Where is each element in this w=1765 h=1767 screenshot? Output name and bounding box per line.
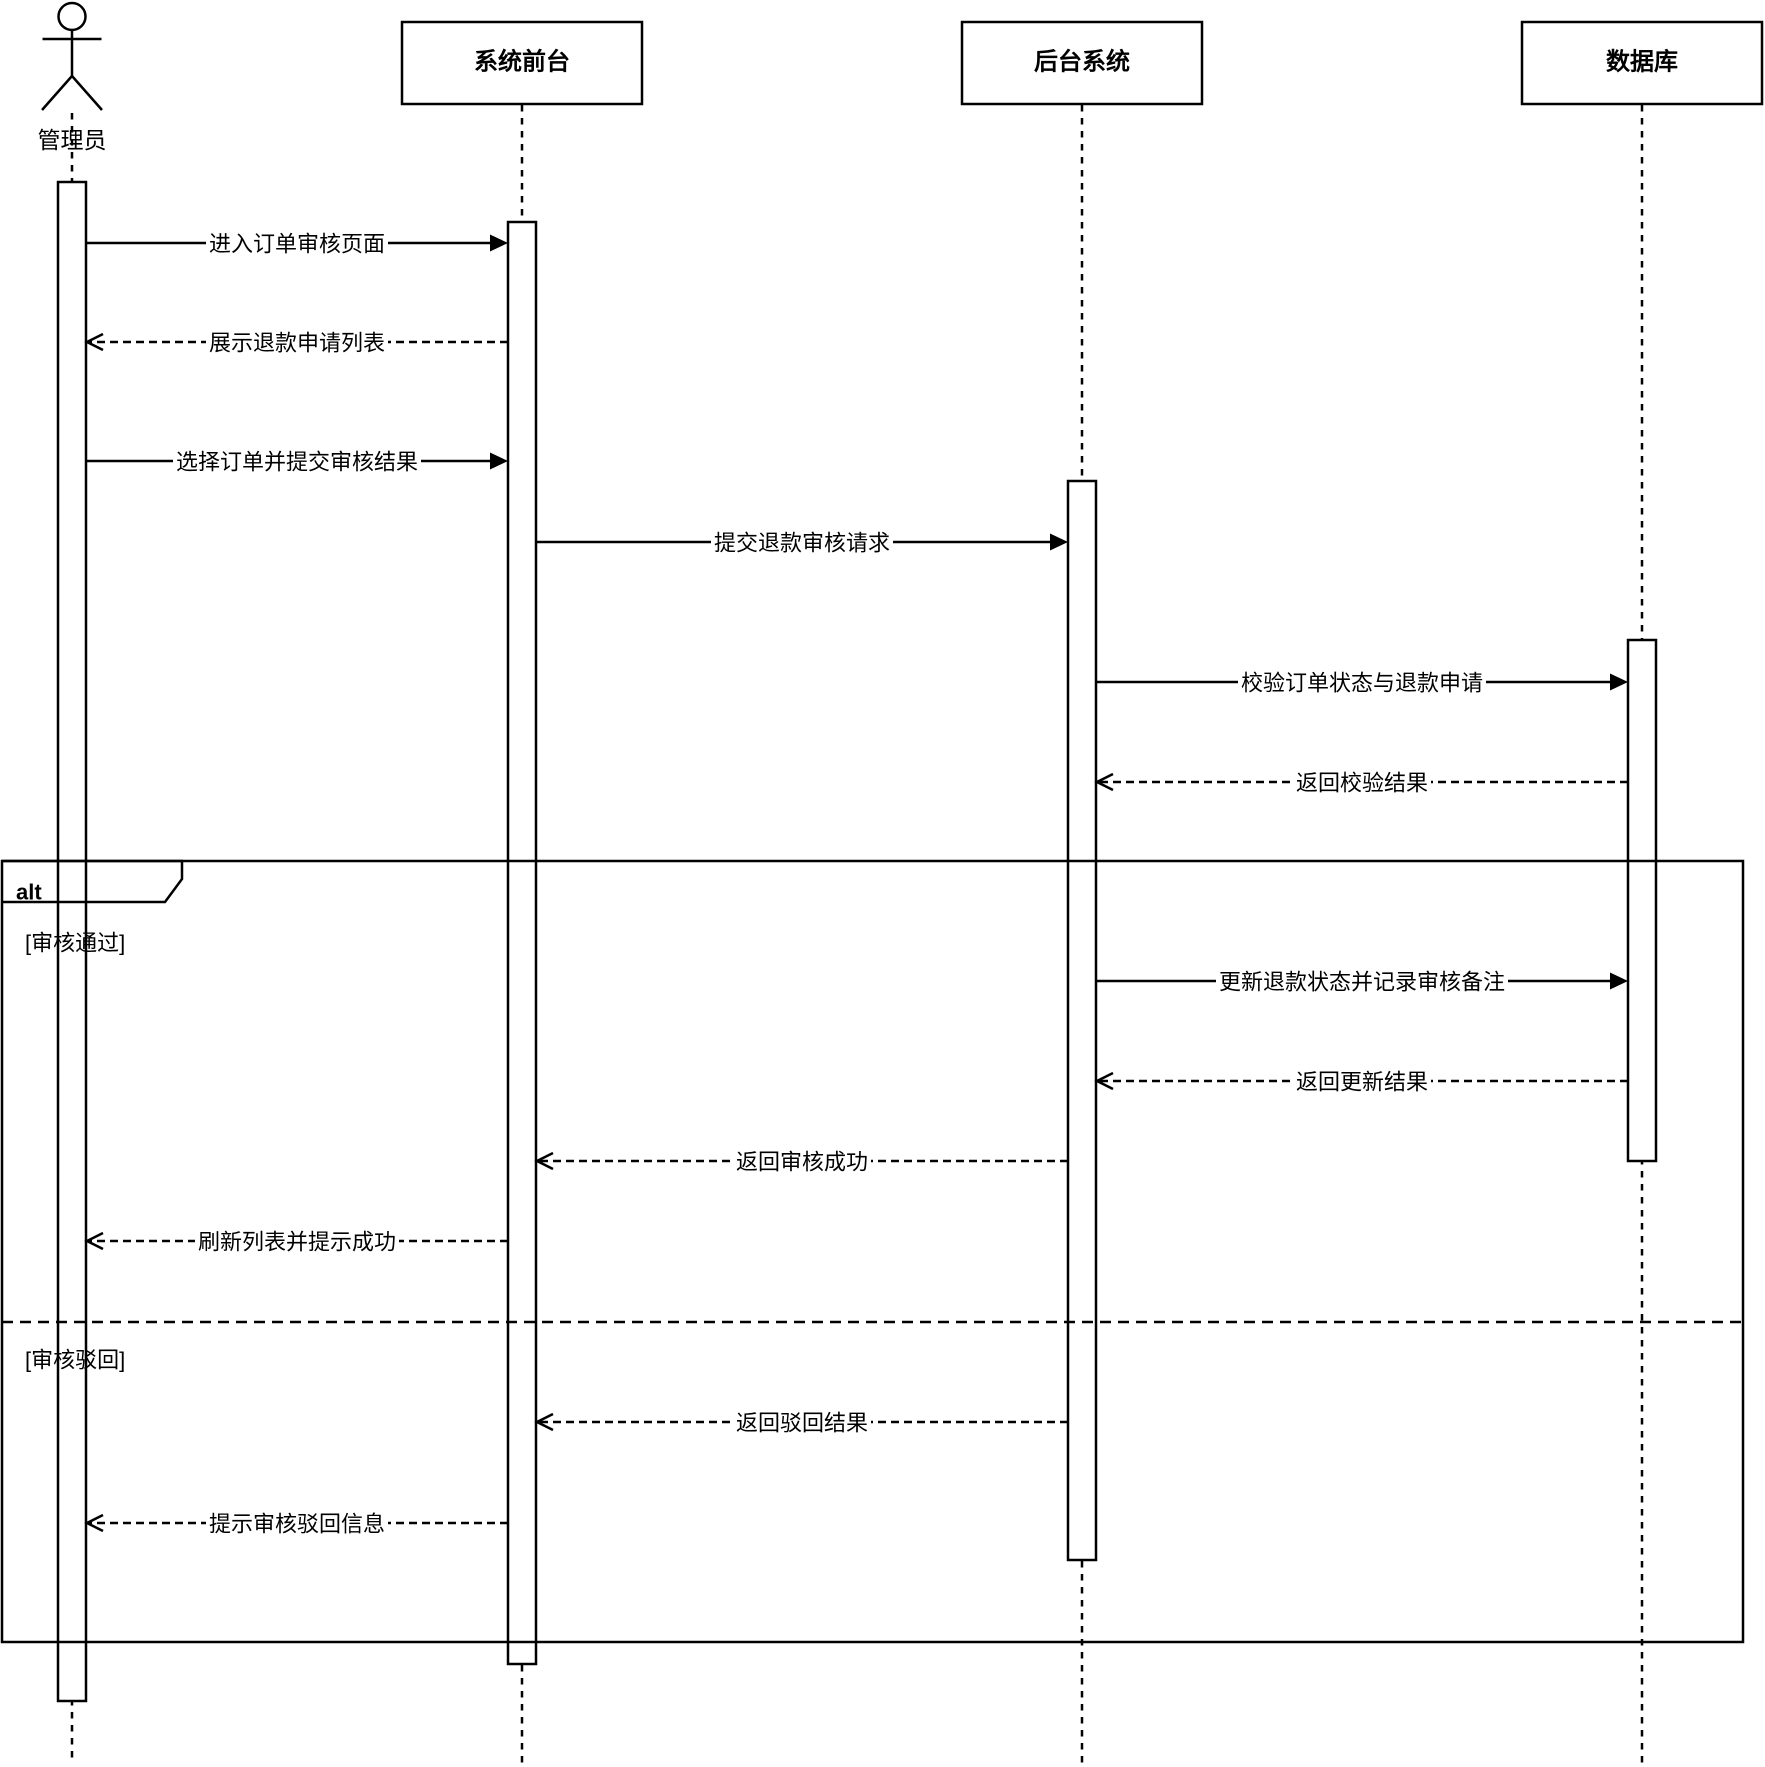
participant-database: 数据库 — [1520, 20, 1764, 106]
message-refresh-list-success: 刷新列表并提示成功 — [84, 1228, 508, 1255]
arrowhead-open — [84, 332, 104, 352]
message-label: 返回更新结果 — [1296, 1070, 1428, 1095]
message-label: 选择订单并提交审核结果 — [176, 450, 418, 475]
arrowhead-open — [1094, 772, 1114, 792]
arrowhead-solid — [1050, 533, 1068, 551]
message-label-bg — [1216, 968, 1508, 994]
message-label: 提交退款审核请求 — [714, 531, 890, 556]
participant-database-label: 数据库 — [1606, 49, 1678, 76]
message-label: 展示退款申请列表 — [209, 331, 385, 356]
messages: 进入订单审核页面 展示退款申请列表 选择订单并提交审核结果 提交退款审核请求 校… — [84, 230, 1628, 1537]
message-label: 校验订单状态与退款申请 — [1241, 671, 1483, 696]
message-show-reject-info: 提示审核驳回信息 — [84, 1510, 508, 1537]
message-label: 返回驳回结果 — [736, 1411, 868, 1436]
guard-approved: [审核通过] — [25, 931, 125, 956]
actor-leg-left — [41, 75, 73, 111]
arrowhead-open — [1094, 1071, 1114, 1091]
message-enter-review-page: 进入订单审核页面 — [86, 230, 508, 257]
activation-frontend — [506, 220, 538, 1666]
arrowhead-open — [84, 1231, 104, 1251]
message-update-refund-status: 更新退款状态并记录审核备注 — [1096, 968, 1628, 995]
message-select-order-submit: 选择订单并提交审核结果 — [86, 448, 508, 475]
message-label-bg — [195, 1228, 399, 1254]
message-label-bg — [173, 448, 421, 474]
activation-database — [1626, 638, 1658, 1163]
arrowhead-open — [534, 1151, 554, 1171]
message-return-reject-result: 返回驳回结果 — [534, 1409, 1068, 1436]
message-label: 更新退款状态并记录审核备注 — [1219, 970, 1505, 995]
actor-icon — [41, 1, 103, 111]
message-label: 返回审核成功 — [736, 1150, 868, 1175]
message-return-review-success: 返回审核成功 — [534, 1148, 1068, 1175]
message-label-bg — [733, 1409, 871, 1435]
message-label-bg — [206, 1510, 388, 1536]
message-label-bg — [733, 1148, 871, 1174]
activation-backend — [1066, 479, 1098, 1562]
participant-frontend-label: 系统前台 — [474, 48, 570, 76]
participants: 系统前台 后台系统 数据库 — [400, 20, 1764, 106]
alt-operator-label: alt — [16, 880, 42, 905]
alt-frame — [0, 859, 1745, 1644]
actor-leg-right — [71, 75, 103, 111]
participant-frontend: 系统前台 — [400, 20, 644, 106]
guard-rejected: [审核驳回] — [25, 1348, 125, 1373]
activation-admin — [56, 180, 88, 1703]
message-validate-order-status: 校验订单状态与退款申请 — [1096, 669, 1628, 696]
arrowhead-open — [84, 1513, 104, 1533]
arrowhead-solid — [1610, 972, 1628, 990]
message-return-update-result: 返回更新结果 — [1094, 1068, 1628, 1095]
actor-label: 管理员 — [38, 127, 107, 153]
message-label-bg — [206, 230, 388, 256]
alt-fragment: alt [审核通过] [审核驳回] — [0, 859, 1745, 1644]
message-return-validation-result: 返回校验结果 — [1094, 769, 1628, 796]
message-label-bg — [711, 529, 893, 555]
arrowhead-solid — [490, 452, 508, 470]
message-label-bg — [1293, 1068, 1431, 1094]
actor-admin: 管理员 — [38, 1, 107, 153]
arrowhead-solid — [490, 234, 508, 252]
actor-head — [57, 1, 87, 32]
message-label: 进入订单审核页面 — [209, 232, 385, 257]
arrowhead-open — [534, 1412, 554, 1432]
message-label-bg — [1293, 769, 1431, 795]
participant-backend: 后台系统 — [960, 20, 1204, 106]
message-label-bg — [206, 329, 388, 355]
message-label: 返回校验结果 — [1296, 771, 1428, 796]
message-label-bg — [1238, 669, 1486, 695]
alt-operator-tab — [2, 859, 184, 904]
message-submit-refund-review: 提交退款审核请求 — [536, 529, 1068, 556]
participant-backend-label: 后台系统 — [1034, 48, 1130, 76]
participant-backend-box — [960, 20, 1204, 106]
arrowhead-solid — [1610, 673, 1628, 691]
participant-database-box — [1520, 20, 1764, 106]
message-show-refund-list: 展示退款申请列表 — [84, 329, 508, 356]
participant-frontend-box — [400, 20, 644, 106]
activation-bars — [56, 180, 1658, 1703]
message-label: 刷新列表并提示成功 — [198, 1230, 396, 1255]
message-label: 提示审核驳回信息 — [209, 1512, 385, 1537]
